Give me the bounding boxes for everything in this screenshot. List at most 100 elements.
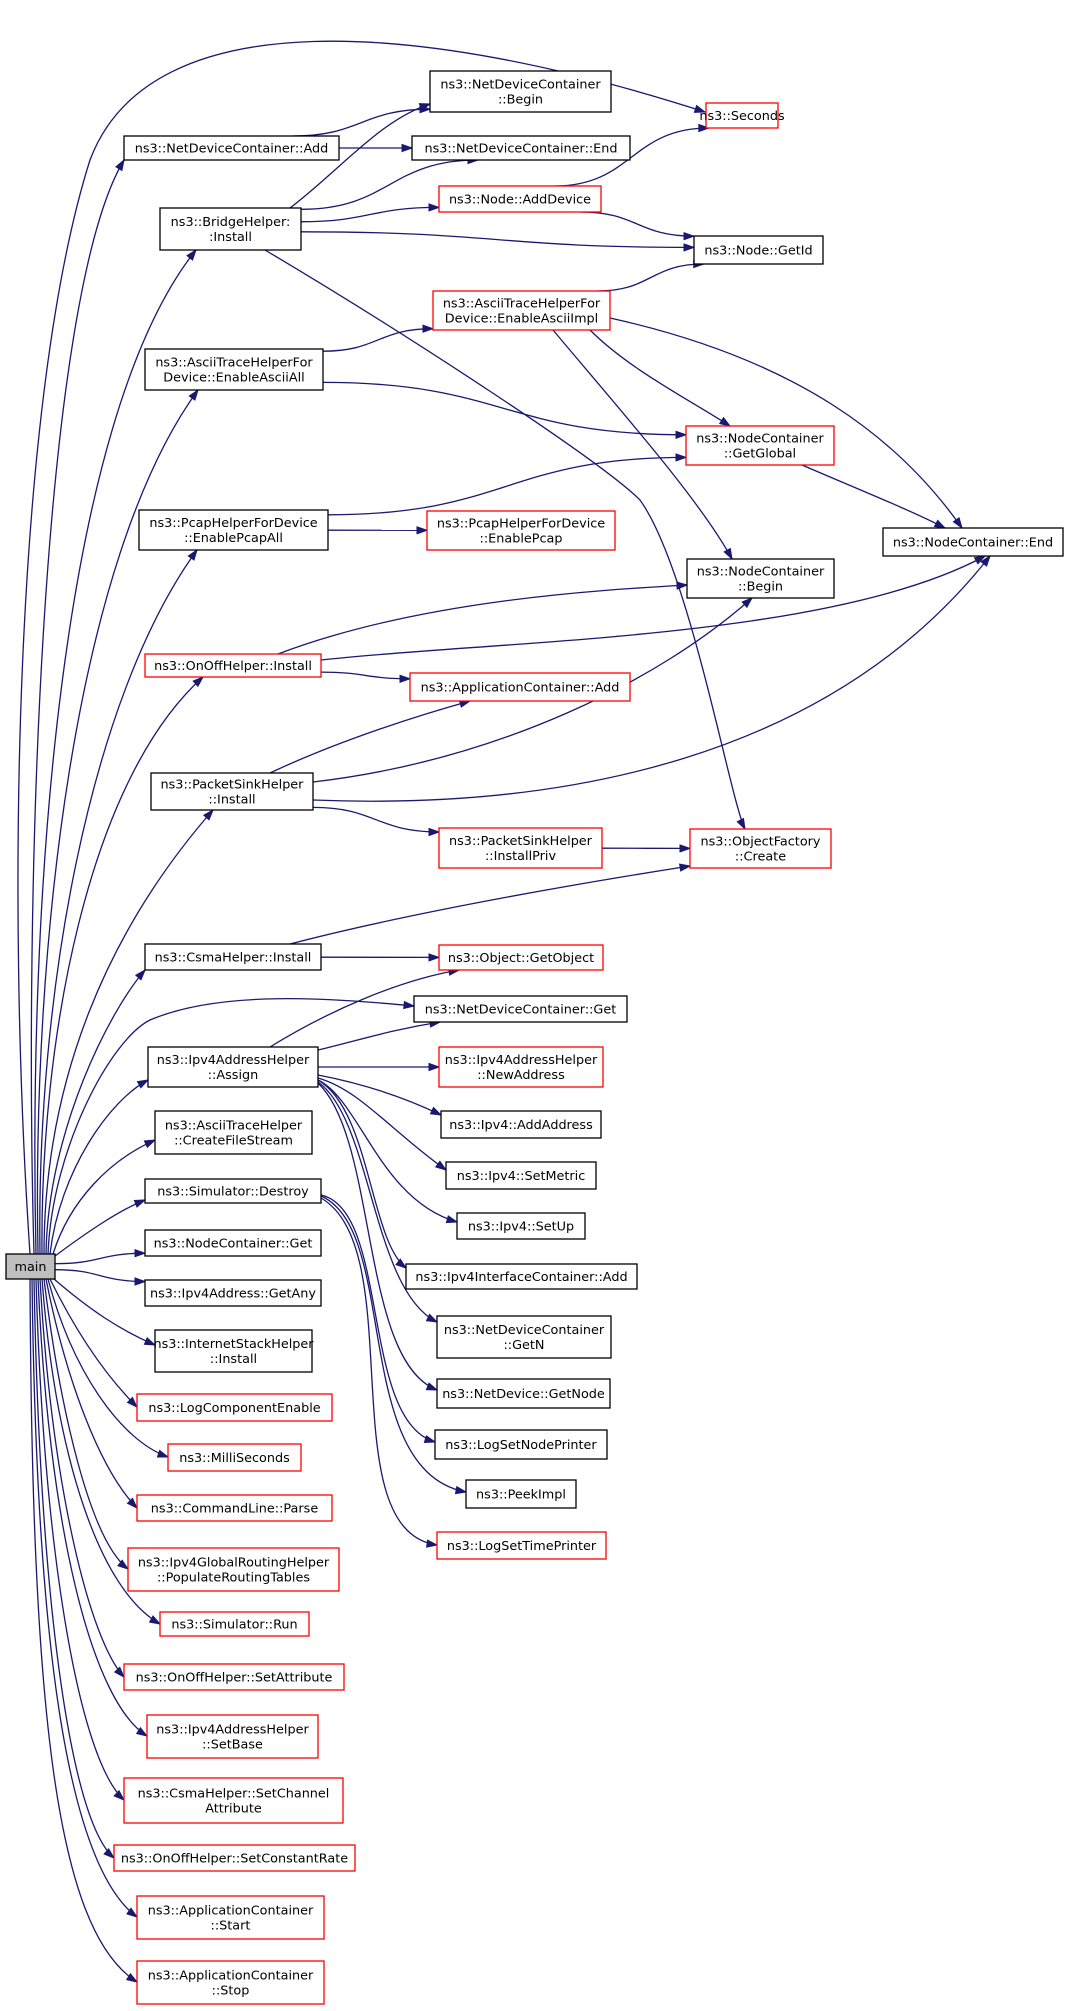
- node-logcomp-enable[interactable]: ns3::LogComponentEnable: [136, 1393, 333, 1422]
- node-box: [150, 772, 314, 811]
- node-ndc-begin[interactable]: ns3::NetDeviceContainer::Begin: [429, 70, 612, 113]
- node-appc-add[interactable]: ns3::ApplicationContainer::Add: [409, 672, 631, 702]
- node-box: [693, 235, 824, 265]
- node-ndc-getn[interactable]: ns3::NetDeviceContainer::GetN: [436, 1315, 612, 1359]
- node-ipv4-addaddress[interactable]: ns3::Ipv4::AddAddress: [440, 1110, 602, 1139]
- edge-line: [49, 1079, 149, 1255]
- node-sim-destroy[interactable]: ns3::Simulator::Destroy: [144, 1178, 322, 1204]
- arrowhead: [676, 581, 689, 590]
- edge-line: [45, 969, 146, 1255]
- node-ascii-enableall[interactable]: ns3::AsciiTraceHelperForDevice::EnableAs…: [144, 348, 324, 391]
- node-onoff-install[interactable]: ns3::OnOffHelper::Install: [144, 653, 322, 678]
- node-ipv4ah-newaddress[interactable]: ns3::Ipv4AddressHelper::NewAddress: [438, 1046, 604, 1088]
- node-sim-run[interactable]: ns3::Simulator::Run: [159, 1611, 310, 1637]
- node-nc-getglobal[interactable]: ns3::NodeContainer::GetGlobal: [685, 425, 835, 466]
- node-psh-install[interactable]: ns3::PacketSinkHelper::Install: [150, 772, 314, 811]
- node-onoff-setconstantrate[interactable]: ns3::OnOffHelper::SetConstantRate: [113, 1844, 356, 1872]
- arrowhead: [683, 231, 696, 241]
- node-ndc-end[interactable]: ns3::NetDeviceContainer::End: [411, 135, 631, 161]
- node-ascii-impl[interactable]: ns3::AsciiTraceHelperForDevice::EnableAs…: [432, 290, 611, 331]
- arrowhead: [422, 324, 435, 333]
- node-node-getid[interactable]: ns3::Node::GetId: [693, 235, 824, 265]
- node-appc-start[interactable]: ns3::ApplicationContainer::Start: [136, 1895, 325, 1940]
- node-box: [144, 348, 324, 391]
- node-ish-install[interactable]: ns3::InternetStackHelper::Install: [153, 1329, 314, 1373]
- node-pcap-all[interactable]: ns3::PcapHelperForDevice::EnablePcapAll: [138, 509, 329, 551]
- node-cmdline-parse[interactable]: ns3::CommandLine::Parse: [136, 1494, 333, 1522]
- node-onoff-setattr[interactable]: ns3::OnOffHelper::SetAttribute: [123, 1663, 345, 1691]
- arrowhead: [429, 1106, 443, 1116]
- edge-line: [317, 1079, 458, 1223]
- node-box: [426, 510, 616, 551]
- call-edge: [41, 1278, 162, 1625]
- edge-line: [320, 1194, 436, 1443]
- edge-line: [43, 1278, 129, 1570]
- call-edge: [300, 203, 441, 223]
- node-label: :Install: [209, 230, 252, 245]
- node-peekimpl[interactable]: ns3::PeekImpl: [465, 1479, 577, 1509]
- node-csma-install[interactable]: ns3::CsmaHelper::Install: [144, 943, 322, 971]
- call-edge: [33, 1278, 116, 1859]
- arrowhead: [428, 203, 441, 212]
- arrowhead: [143, 1139, 157, 1149]
- node-node-adddevice[interactable]: ns3::Node::AddDevice: [438, 185, 602, 213]
- node-label: ::Begin: [498, 93, 543, 108]
- node-ipv4-setmetric[interactable]: ns3::Ipv4::SetMetric: [445, 1161, 597, 1190]
- node-ascii-createfilestream[interactable]: ns3::AsciiTraceHelper::CreateFileStream: [154, 1110, 313, 1155]
- node-box: [123, 135, 340, 161]
- arrowhead: [425, 1313, 439, 1323]
- node-nd-getnode[interactable]: ns3::NetDevice::GetNode: [436, 1378, 611, 1409]
- call-edge: [327, 526, 429, 535]
- call-edge: [47, 998, 416, 1255]
- node-label: ns3::Node::GetId: [704, 244, 812, 259]
- node-ndc-add[interactable]: ns3::NetDeviceContainer::Add: [123, 135, 340, 161]
- node-label: ns3::Simulator::Run: [171, 1618, 297, 1633]
- node-label: ns3::ApplicationContainer::Add: [421, 681, 620, 696]
- node-psh-installpriv[interactable]: ns3::PacketSinkHelper::InstallPriv: [438, 827, 603, 869]
- node-box: [144, 943, 322, 971]
- arrowhead: [675, 453, 688, 462]
- node-ipv4grh-populate[interactable]: ns3::Ipv4GlobalRoutingHelper::PopulateRo…: [127, 1547, 340, 1592]
- node-box: [123, 1777, 344, 1824]
- node-ndc-get[interactable]: ns3::NetDeviceContainer::Get: [413, 995, 628, 1023]
- node-box: [409, 672, 631, 702]
- node-ipv4-setup[interactable]: ns3::Ipv4::SetUp: [456, 1212, 586, 1240]
- node-ipv4addr-getany[interactable]: ns3::Ipv4Address::GetAny: [144, 1279, 322, 1307]
- node-objfactory-create[interactable]: ns3::ObjectFactory::Create: [689, 828, 832, 869]
- arrowhead: [675, 430, 688, 440]
- node-milliseconds[interactable]: ns3::MilliSeconds: [167, 1443, 302, 1472]
- node-box: [686, 558, 835, 599]
- edge-line: [39, 549, 198, 1255]
- node-nc-get[interactable]: ns3::NodeContainer::Get: [144, 1229, 322, 1257]
- node-box: [147, 1046, 319, 1088]
- node-main[interactable]: main: [5, 1253, 56, 1280]
- node-pcap[interactable]: ns3::PcapHelperForDevice::EnablePcap: [426, 510, 616, 551]
- arrowhead: [698, 123, 711, 133]
- node-label: ns3::CsmaHelper::SetChannel: [138, 1787, 330, 1802]
- edge-line: [277, 584, 688, 655]
- node-ipv4ic-add[interactable]: ns3::Ipv4InterfaceContainer::Add: [405, 1263, 638, 1290]
- node-log-settimeprinter[interactable]: ns3::LogSetTimePrinter: [436, 1531, 607, 1560]
- node-seconds[interactable]: ns3::Seconds: [699, 102, 785, 129]
- arrowhead: [933, 519, 947, 529]
- call-edge: [35, 1278, 126, 1802]
- node-ipv4ah-setbase[interactable]: ns3::Ipv4AddressHelper::SetBase: [146, 1714, 319, 1759]
- node-log-setnodeprinter[interactable]: ns3::LogSetNodePrinter: [434, 1429, 608, 1460]
- node-appc-stop[interactable]: ns3::ApplicationContainer::Stop: [136, 1960, 325, 2005]
- node-label: ns3::Node::AddDevice: [449, 193, 591, 208]
- node-box: [5, 1253, 56, 1280]
- edge-line: [317, 1079, 407, 1269]
- node-label: ns3::OnOffHelper::SetConstantRate: [121, 1852, 348, 1867]
- node-obj-getobject[interactable]: ns3::Object::GetObject: [438, 944, 604, 971]
- arrowhead: [723, 547, 733, 561]
- nodes-layer: mainns3::NetDeviceContainer::Addns3::Net…: [5, 70, 1064, 2005]
- node-nc-end[interactable]: ns3::NodeContainer::End: [882, 527, 1064, 557]
- call-edge: [36, 388, 199, 1255]
- node-ipv4ah-assign[interactable]: ns3::Ipv4AddressHelper::Assign: [147, 1046, 319, 1088]
- node-box: [445, 1161, 597, 1190]
- node-bridge-install[interactable]: ns3::BridgeHelper::Install: [159, 207, 302, 251]
- node-nc-begin[interactable]: ns3::NodeContainer::Begin: [686, 558, 835, 599]
- call-edge: [320, 1194, 437, 1444]
